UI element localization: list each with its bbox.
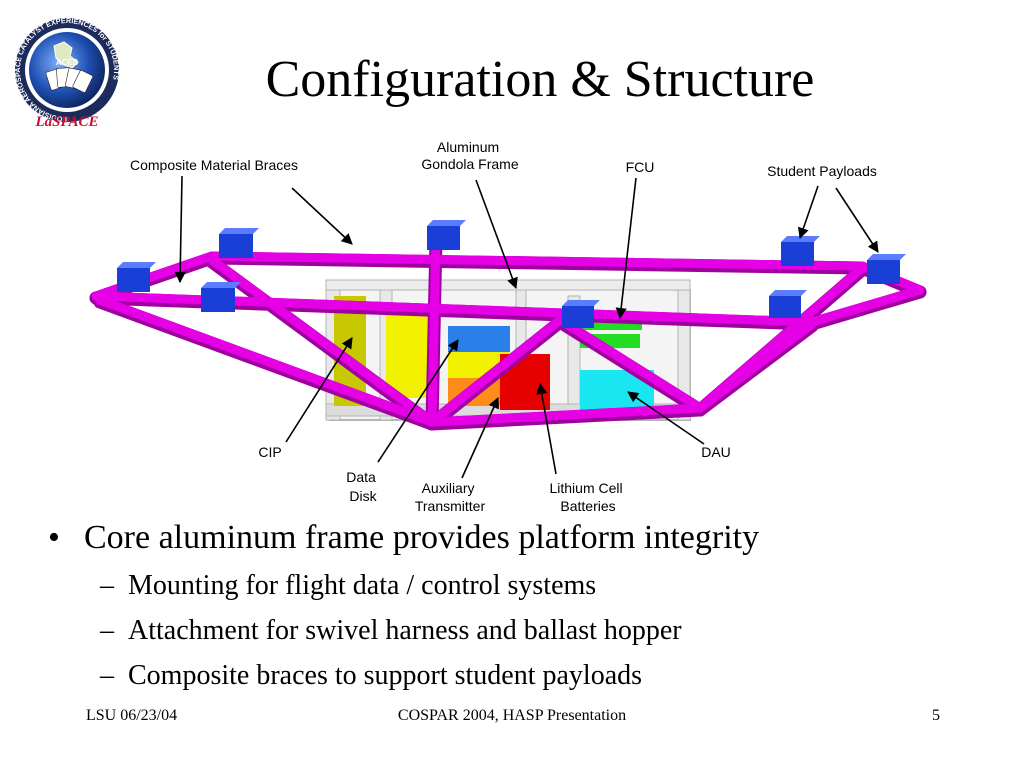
laspace-logo: LOUISIANA AEROSPACE CATALYST EXPERIENCES…: [13, 16, 121, 130]
composite-brace: [427, 315, 565, 427]
composite-brace: [207, 255, 437, 427]
slide-footer: LSU 06/23/04 COSPAR 2004, HASP Presentat…: [0, 707, 1024, 731]
callout-arrows: [174, 175, 879, 479]
louisiana-shape: [53, 41, 79, 69]
label-composite-braces: Composite Material Braces: [130, 157, 298, 173]
label-student-payloads: Student Payloads: [767, 163, 877, 179]
label-data-disk: Data Disk: [346, 469, 379, 504]
composite-brace: [807, 285, 925, 327]
label-aux-transmitter: Auxiliary Transmitter: [415, 480, 486, 514]
logo-center-text: ACES: [56, 58, 79, 67]
gondola-diagram: Composite Material Braces Aluminum Gondo…: [89, 139, 927, 514]
composite-brace: [427, 231, 441, 427]
frame-components: [334, 296, 654, 410]
arrow-aux-transmitter: [461, 396, 499, 479]
slide-title: Configuration & Structure: [265, 51, 815, 108]
payload-box: [562, 300, 600, 328]
payload-box: [769, 290, 807, 318]
arrow-dau: [627, 391, 705, 445]
arrow-composite-braces: [174, 175, 186, 284]
frame-top-rail: [325, 279, 691, 291]
cards-icon: [45, 67, 94, 93]
sub-bullet-item: –Attachment for swivel harness and balla…: [100, 613, 682, 649]
composite-brace: [207, 251, 867, 271]
label-dau: DAU: [701, 444, 731, 460]
payload-box: [117, 262, 156, 292]
arrow-fcu: [615, 177, 637, 320]
sub-bullet-text: Composite braces to support student payl…: [128, 660, 643, 691]
data-disk-box: [448, 326, 510, 352]
arrow-composite-braces: [291, 187, 353, 245]
arrow-lithium-batteries: [536, 382, 557, 475]
arrow-cip: [285, 337, 353, 443]
payload-box: [201, 282, 241, 312]
student-payload-boxes: [117, 220, 906, 328]
sub-bullet-item: –Composite braces to support student pay…: [100, 658, 642, 694]
bullet-marker: •: [48, 519, 60, 556]
arrow-student-payloads: [835, 187, 879, 253]
label-aluminum-frame: Aluminum Gondola Frame: [421, 139, 518, 172]
sub-bullet-marker: –: [100, 660, 114, 691]
label-lithium-batteries: Lithium Cell Batteries: [549, 480, 626, 514]
sub-bullet-item: –Mounting for flight data / control syst…: [100, 568, 596, 604]
arrow-student-payloads: [798, 185, 819, 240]
composite-brace: [95, 295, 437, 427]
footer-page-number: 5: [932, 707, 940, 724]
label-cip: CIP: [258, 444, 281, 460]
composite-brace: [91, 251, 217, 301]
sub-bullet-text: Mounting for flight data / control syste…: [128, 570, 597, 601]
logo-brand-text: LaSPACE: [34, 114, 98, 130]
footer-date: LSU 06/23/04: [86, 707, 178, 724]
payload-box: [867, 254, 906, 284]
bullet-item: • Core aluminum frame provides platform i…: [48, 516, 759, 560]
sub-bullet-marker: –: [100, 570, 114, 601]
arrow-data-disk: [377, 339, 459, 463]
payload-box: [219, 228, 259, 258]
arrow-aluminum-frame: [475, 179, 518, 290]
composite-brace: [695, 263, 867, 413]
sub-bullet-text: Attachment for swivel harness and ballas…: [128, 615, 682, 646]
composite-brace: [555, 315, 705, 413]
bullet-text: Core aluminum frame provides platform in…: [84, 519, 760, 556]
payload-box: [427, 220, 466, 250]
label-fcu: FCU: [626, 159, 655, 175]
sub-bullet-marker: –: [100, 615, 114, 646]
footer-presentation: COSPAR 2004, HASP Presentation: [397, 707, 627, 724]
